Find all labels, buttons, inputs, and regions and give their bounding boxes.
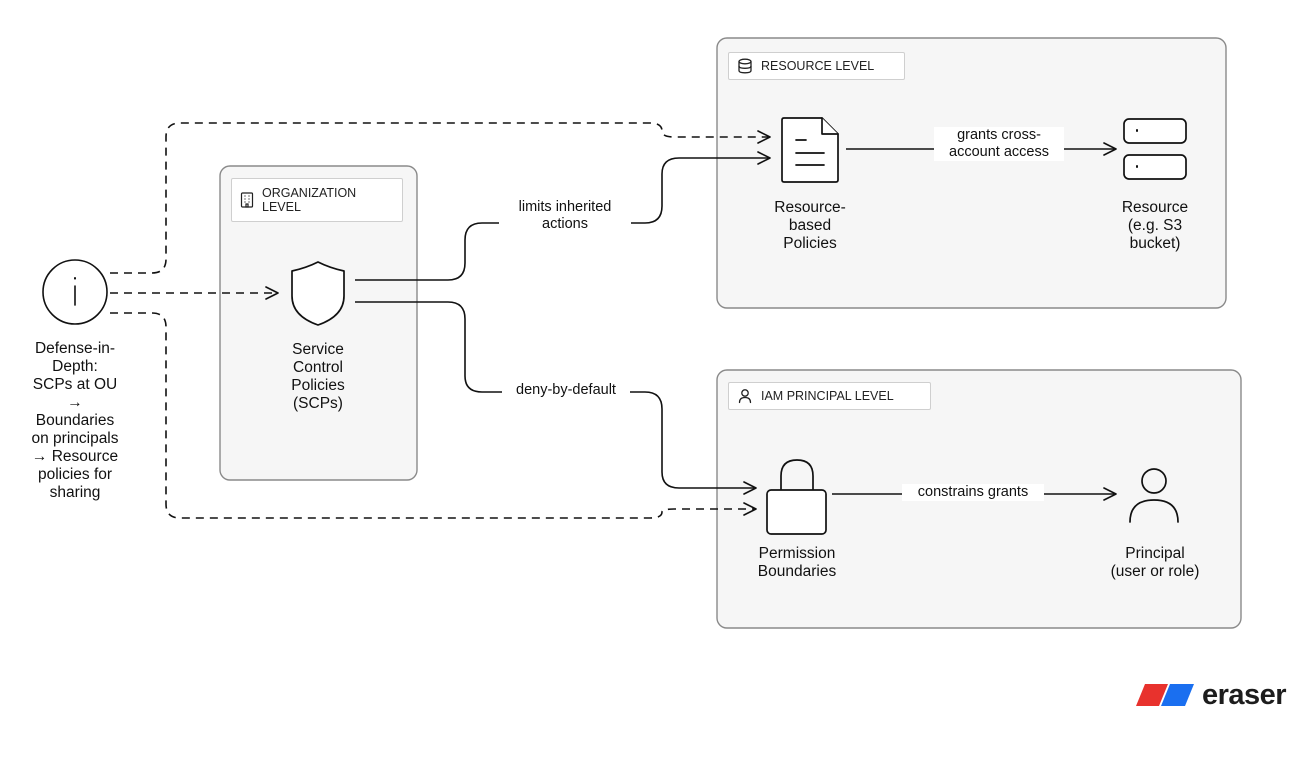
edge-defense-to-resource-policies <box>110 122 771 274</box>
user-icon <box>738 389 752 404</box>
resource-level-group <box>716 37 1227 309</box>
building-icon <box>240 192 254 208</box>
permission-boundaries-label: Permission Boundaries <box>757 545 837 580</box>
shield-icon <box>291 261 345 326</box>
edge-label-constrains: constrains grants <box>902 484 1044 501</box>
eraser-logo-mark <box>1136 684 1194 706</box>
iam-principal-level-title-text: IAM PRINCIPAL LEVEL <box>761 389 894 403</box>
resource-policies-label: Resource- based Policies <box>774 199 846 252</box>
lock-icon <box>766 459 827 535</box>
edge-label-deny: deny-by-default <box>502 382 630 399</box>
info-icon <box>42 259 108 325</box>
scp-label: Service Control Policies (SCPs) <box>291 341 345 412</box>
resource-level-title: RESOURCE LEVEL <box>728 52 905 80</box>
principal-user-icon <box>1129 468 1179 523</box>
resource-label: Resource (e.g. S3 bucket) <box>1121 199 1189 252</box>
organization-level-title: ORGANIZATION LEVEL <box>231 178 403 222</box>
principal-label: Principal (user or role) <box>1110 545 1200 580</box>
organization-level-title-text: ORGANIZATION LEVEL <box>262 186 357 214</box>
resource-level-title-text: RESOURCE LEVEL <box>761 59 875 73</box>
eraser-logo-text: eraser <box>1202 679 1287 711</box>
iam-principal-level-title: IAM PRINCIPAL LEVEL <box>728 382 931 410</box>
edge-label-grants: grants cross- account access <box>934 127 1064 161</box>
document-icon <box>781 117 839 183</box>
eraser-logo: eraser <box>1136 679 1287 711</box>
edge-label-limits: limits inherited actions <box>499 199 631 233</box>
defense-in-depth-label: Defense-in- Depth: SCPs at OU → Boundari… <box>31 340 119 501</box>
edge-defense-to-permission-boundaries <box>110 312 757 519</box>
database-icon <box>738 58 752 74</box>
server-icon <box>1123 118 1187 180</box>
